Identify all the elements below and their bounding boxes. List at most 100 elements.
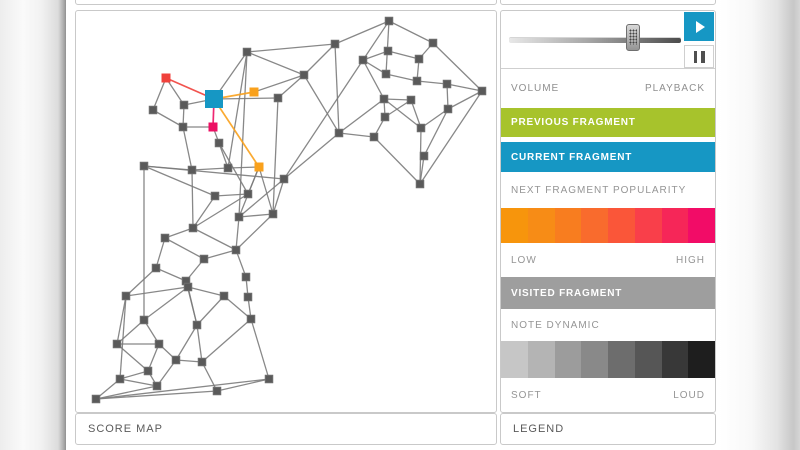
graph-node[interactable] (115, 374, 125, 384)
play-button[interactable] (684, 12, 714, 41)
graph-node[interactable] (412, 76, 422, 86)
graph-edge (238, 213, 274, 218)
graph-node[interactable] (414, 54, 424, 64)
graph-node[interactable] (187, 165, 197, 175)
graph-edge (334, 43, 340, 134)
graph-edge (155, 237, 166, 269)
graph-edge (238, 178, 285, 218)
graph-node[interactable] (241, 272, 251, 282)
pause-icon (693, 50, 697, 63)
graph-edge (116, 319, 145, 345)
graph-node[interactable] (299, 70, 309, 80)
volume-slider-handle[interactable] (625, 24, 640, 51)
graph-node-or1[interactable] (249, 87, 259, 97)
graph-node[interactable] (151, 263, 161, 273)
graph-node[interactable] (442, 79, 452, 89)
graph-node[interactable] (419, 151, 429, 161)
graph-node-red[interactable] (161, 73, 171, 83)
graph-edge (119, 295, 127, 380)
graph-node[interactable] (379, 94, 389, 104)
graph-node[interactable] (406, 95, 416, 105)
note-dynamic-label-row: NOTE DYNAMIC (501, 309, 715, 341)
graph-node[interactable] (112, 339, 122, 349)
graph-node[interactable] (383, 46, 393, 56)
graph-node-pink[interactable] (208, 122, 218, 132)
graph-node[interactable] (178, 122, 188, 132)
graph-node[interactable] (171, 355, 181, 365)
graph-node[interactable] (188, 223, 198, 233)
volume-slider-track[interactable] (509, 38, 681, 43)
graph-node[interactable] (264, 374, 274, 384)
graph-node[interactable] (381, 69, 391, 79)
gradient-step (554, 341, 582, 378)
graph-edge (175, 359, 203, 363)
graph-node[interactable] (91, 394, 101, 404)
graph-node[interactable] (192, 320, 202, 330)
graph-node[interactable] (143, 366, 153, 376)
graph-edge (383, 98, 422, 129)
graph-node[interactable] (223, 163, 233, 173)
graph-node[interactable] (358, 55, 368, 65)
graph-node[interactable] (334, 128, 344, 138)
gradient-step (608, 341, 635, 378)
graph-edge (201, 318, 252, 363)
graph-node[interactable] (139, 315, 149, 325)
graph-edge (95, 385, 158, 400)
graph-node[interactable] (214, 138, 224, 148)
graph-node[interactable] (160, 233, 170, 243)
graph-node[interactable] (384, 16, 394, 26)
graph-node[interactable] (199, 254, 209, 264)
graph-node[interactable] (152, 381, 162, 391)
graph-edge (213, 97, 279, 100)
low-label: LOW (511, 254, 537, 266)
graph-node[interactable] (183, 282, 193, 292)
visited-fragment-bar: VISITED FRAGMENT (501, 277, 715, 309)
gradient-step (688, 208, 715, 243)
graph-node[interactable] (428, 38, 438, 48)
graph-edge (192, 193, 249, 229)
graph-node[interactable] (197, 357, 207, 367)
gradient-step (634, 208, 662, 243)
graph-node[interactable] (243, 189, 253, 199)
graph-node[interactable] (231, 245, 241, 255)
graph-edge (235, 213, 274, 251)
graph-edge (420, 108, 449, 129)
graph-node[interactable] (415, 179, 425, 189)
graph-node[interactable] (416, 123, 426, 133)
graph-node[interactable] (279, 174, 289, 184)
page-right-shadow (719, 0, 800, 450)
graph-edge (191, 167, 229, 171)
graph-node[interactable] (330, 39, 340, 49)
graph-node[interactable] (242, 47, 252, 57)
graph-node[interactable] (212, 386, 222, 396)
graph-node[interactable] (369, 132, 379, 142)
graph-node-blue[interactable] (205, 90, 223, 108)
graph-node[interactable] (380, 112, 390, 122)
pause-button[interactable] (684, 45, 714, 68)
graph-edge (116, 343, 149, 372)
gradient-step (581, 208, 608, 243)
legend-footer: LEGEND (500, 413, 716, 445)
graph-node[interactable] (477, 86, 487, 96)
graph-node[interactable] (139, 161, 149, 171)
score-map-title: SCORE MAP (88, 423, 163, 435)
graph-node[interactable] (273, 93, 283, 103)
graph-node[interactable] (179, 100, 189, 110)
high-label: HIGH (676, 254, 705, 266)
graph-node-or2[interactable] (254, 162, 264, 172)
graph-node[interactable] (246, 314, 256, 324)
score-map-footer: SCORE MAP (75, 413, 497, 445)
graph-node[interactable] (121, 291, 131, 301)
graph-node[interactable] (443, 104, 453, 114)
graph-node[interactable] (268, 209, 278, 219)
graph-node[interactable] (243, 292, 253, 302)
graph-edge (164, 237, 205, 260)
graph-node[interactable] (154, 339, 164, 349)
graph-node[interactable] (234, 212, 244, 222)
graph-node[interactable] (219, 291, 229, 301)
pause-icon (701, 50, 705, 63)
graph-edge (410, 99, 422, 129)
graph-node[interactable] (148, 105, 158, 115)
graph-node[interactable] (210, 191, 220, 201)
graph-edge (156, 359, 177, 387)
